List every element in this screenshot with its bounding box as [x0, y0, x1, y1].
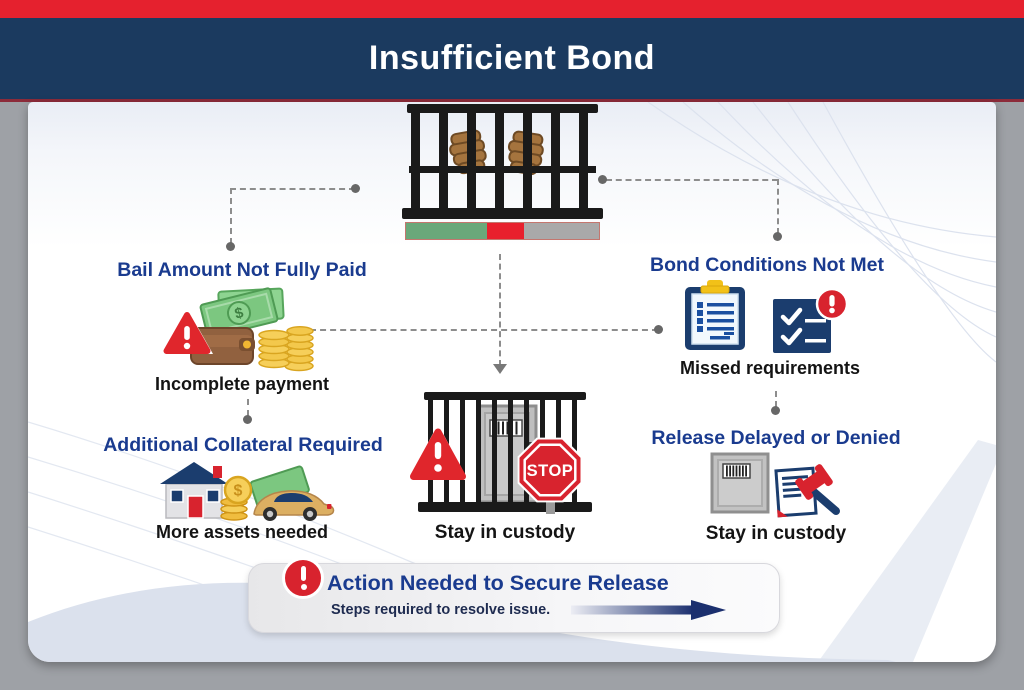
- warning-triangle-icon: [161, 308, 213, 354]
- connector-dot: [351, 184, 360, 193]
- connector-right-vertical: [777, 179, 779, 234]
- banner-subtitle: Steps required to resolve issue.: [331, 602, 551, 618]
- caption-missed-requirements: Missed requirements: [679, 358, 861, 378]
- coins-icon: $: [220, 475, 253, 521]
- coin-stacks-icon: [258, 326, 314, 369]
- connector-right-horizontal: [606, 179, 778, 181]
- heading-release-delayed: Release Delayed or Denied: [651, 427, 901, 449]
- svg-text:$: $: [234, 483, 243, 500]
- caption-stay-in-custody-right: Stay in custody: [705, 523, 847, 544]
- caption-stay-in-custody-center: Stay in custody: [434, 522, 576, 543]
- stop-sign-icon: STOP: [517, 437, 583, 514]
- connector-right-small-vertical: [775, 391, 777, 407]
- progress-segment-alert: [487, 223, 524, 239]
- exclamation-circle-icon: [282, 557, 324, 599]
- jail-cell-stop-icon: STOP: [408, 392, 592, 514]
- banner-title: Action Needed to Secure Release: [327, 571, 669, 595]
- caption-more-assets: More assets needed: [155, 522, 329, 542]
- svg-text:STOP: STOP: [527, 462, 574, 480]
- heading-bail-not-paid: Bail Amount Not Fully Paid: [117, 259, 367, 281]
- page-title: Insufficient Bond: [368, 39, 656, 77]
- down-arrowhead-icon: [493, 364, 507, 374]
- assets-house-coins-car-icon: $: [160, 462, 335, 521]
- connector-left-small-vertical: [247, 399, 249, 416]
- connector-dot: [773, 232, 782, 241]
- custody-progress-bar: [405, 222, 600, 240]
- heading-additional-collateral: Additional Collateral Required: [103, 434, 383, 456]
- warning-triangle-icon: [408, 424, 468, 480]
- house-icon: [160, 462, 228, 519]
- header-bar: Insufficient Bond: [0, 18, 1024, 99]
- connector-left-horizontal: [230, 188, 355, 190]
- connector-dot: [226, 242, 235, 251]
- header-underline: [0, 99, 1024, 102]
- cell-door-small-icon: [710, 452, 770, 514]
- caption-incomplete-payment: Incomplete payment: [154, 374, 330, 394]
- clipboard-icon: [685, 280, 745, 350]
- car-icon: [253, 490, 335, 521]
- connector-dot: [598, 175, 607, 184]
- action-banner: Action Needed to Secure Release Steps re…: [248, 557, 780, 633]
- progress-segment-remaining: [523, 223, 599, 239]
- connector-dot: [771, 406, 780, 415]
- connector-dot: [243, 415, 252, 424]
- exclamation-badge-icon: [815, 289, 849, 321]
- gavel-head: [795, 464, 833, 500]
- gavel-document-icon: [774, 464, 840, 518]
- content-card: Bail Amount Not Fully Paid $: [28, 102, 996, 662]
- connector-center-vertical: [499, 254, 501, 366]
- progress-segment-served: [406, 223, 488, 239]
- payment-wallet-cash-icon: $: [161, 287, 314, 372]
- checklist-alert-icon: [773, 289, 849, 353]
- heading-bond-conditions: Bond Conditions Not Met: [650, 254, 884, 276]
- connector-dot: [654, 325, 663, 334]
- jail-bars-icon: [402, 104, 603, 220]
- top-red-band: [0, 0, 1024, 18]
- arrow-right-icon: [571, 600, 726, 620]
- connector-middle-horizontal: [310, 329, 658, 331]
- connector-left-vertical: [230, 188, 232, 244]
